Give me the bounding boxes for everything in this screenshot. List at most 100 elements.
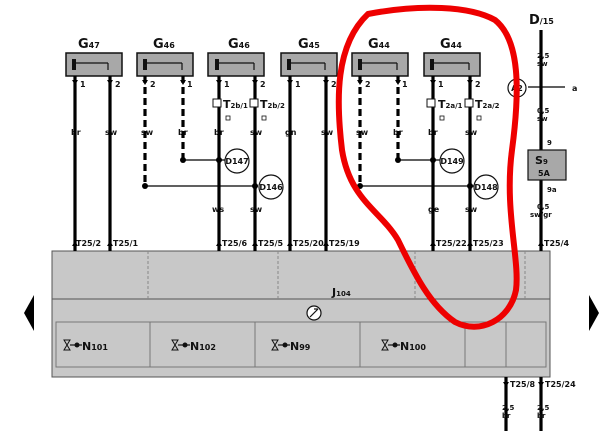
valve-icon (381, 339, 400, 351)
svg-text:2,5: 2,5 (502, 404, 515, 412)
svg-text:1: 1 (295, 80, 301, 89)
svg-text:D147: D147 (225, 157, 248, 166)
svg-text:N101: N101 (82, 340, 108, 353)
svg-text:T2a/2: T2a/2 (475, 98, 500, 111)
svg-text:sw: sw (141, 128, 154, 137)
svg-text:S9: S9 (535, 154, 548, 167)
svg-text:T25/2: T25/2 (76, 239, 101, 248)
svg-text:G44: G44 (368, 37, 390, 52)
sensor-box (136, 52, 194, 77)
svg-text:sw/gr: sw/gr (530, 211, 552, 219)
svg-text:0,5: 0,5 (537, 107, 550, 115)
svg-text:br: br (502, 412, 511, 420)
svg-text:T2a/1: T2a/1 (438, 98, 463, 111)
valve-n99: N99 (271, 339, 311, 353)
sensor-g47: G47 1 2 br sw T25/2 T25/1 (65, 37, 139, 248)
control-unit-label: J104 (331, 286, 351, 299)
splice-d146: D146 (258, 174, 284, 200)
connector-plug-icon (426, 98, 436, 108)
connector-plug-icon (464, 98, 474, 108)
svg-text:T2b/1: T2b/1 (223, 98, 248, 111)
bottom-output-t25-24: T25/24 2,5 br (537, 380, 576, 420)
svg-text:1: 1 (438, 80, 444, 89)
svg-text:sw: sw (537, 115, 548, 123)
sensor-box (207, 52, 265, 77)
svg-text:1: 1 (80, 80, 86, 89)
svg-text:2: 2 (475, 80, 481, 89)
svg-text:N102: N102 (190, 340, 216, 353)
previous-page-arrow-icon[interactable] (24, 295, 34, 331)
valve-n100: N100 (381, 339, 426, 353)
svg-text:2: 2 (365, 80, 371, 89)
sensor-box (351, 52, 409, 77)
sensor-box (65, 52, 123, 77)
svg-text:T25/22: T25/22 (436, 239, 467, 248)
control-unit-lower-band (51, 298, 551, 378)
next-page-arrow-icon[interactable] (589, 295, 599, 331)
svg-text:2: 2 (260, 80, 266, 89)
power-supply: D/15 2,5 sw A2 a 0,5 sw 9 S9 5A 9a 0,5 s… (507, 13, 577, 248)
connector-t2a1: T2a/1 (426, 98, 463, 121)
fuse-s9: S9 5A (527, 149, 567, 181)
connector-t2a2: T2a/2 (464, 98, 500, 121)
valve-n102: N102 (171, 339, 216, 353)
junction-dots (142, 157, 473, 189)
connector-t2b2: T2b/2 (249, 98, 285, 121)
svg-text:D149: D149 (440, 157, 464, 166)
svg-text:D/15: D/15 (529, 13, 554, 28)
svg-text:T25/19: T25/19 (329, 239, 360, 248)
connector-t2b1: T2b/1 (212, 98, 248, 121)
svg-text:br: br (537, 412, 546, 420)
svg-text:2,5: 2,5 (537, 404, 550, 412)
svg-text:5A: 5A (538, 169, 551, 178)
valve-icon (171, 339, 190, 351)
svg-text:N99: N99 (290, 340, 311, 353)
pin-arrows (72, 80, 473, 85)
valve-n101: N101 (63, 339, 108, 353)
connector-plug-icon (249, 98, 259, 108)
connector-plug-icon (212, 98, 222, 108)
splice-d148: D148 (473, 174, 499, 200)
svg-text:2: 2 (115, 80, 121, 89)
svg-text:T25/5: T25/5 (258, 239, 284, 248)
svg-text:sw: sw (356, 128, 369, 137)
svg-text:T25/24: T25/24 (545, 380, 576, 389)
svg-text:1: 1 (224, 80, 230, 89)
svg-text:2: 2 (150, 80, 156, 89)
control-unit-j104: J104 (51, 250, 551, 378)
svg-text:9: 9 (547, 139, 552, 147)
svg-text:1: 1 (402, 80, 408, 89)
svg-text:T25/6: T25/6 (222, 239, 248, 248)
svg-text:2,5: 2,5 (537, 52, 550, 60)
sensor-box (280, 52, 338, 77)
splice-d149: D149 (439, 148, 465, 174)
svg-text:2: 2 (331, 80, 337, 89)
splice-d147: D147 (224, 148, 250, 174)
sensor-box (423, 52, 481, 77)
sensor-g44-b: G44 1 2 br sw ge sw T25/22 T25/23 (423, 37, 504, 248)
svg-text:T2b/2: T2b/2 (260, 98, 285, 111)
svg-text:a: a (572, 84, 577, 93)
svg-text:0,5: 0,5 (537, 203, 550, 211)
svg-text:T25/23: T25/23 (473, 239, 504, 248)
control-unit-upper-band (51, 250, 551, 300)
sensor-g46-a: G46 2 1 sw br (136, 37, 194, 137)
connector-arrows (72, 241, 544, 246)
sensor-g45: G45 1 2 gn sw T25/20 T25/19 (280, 37, 360, 248)
svg-text:N100: N100 (400, 340, 426, 353)
valve-icon (271, 339, 290, 351)
svg-text:D146: D146 (259, 183, 283, 192)
valve-icon (63, 339, 82, 351)
svg-text:G46: G46 (153, 37, 175, 52)
svg-text:T25/1: T25/1 (113, 239, 139, 248)
svg-text:D148: D148 (474, 183, 498, 192)
svg-text:sw: sw (537, 60, 548, 68)
svg-text:9a: 9a (547, 186, 557, 194)
svg-text:G45: G45 (298, 37, 320, 52)
highlight-annotation (335, 4, 520, 330)
sensor-g44-a: G44 2 1 sw br (351, 37, 409, 137)
bottom-output-t25-8: T25/8 2,5 br (502, 380, 536, 420)
svg-text:T25/8: T25/8 (510, 380, 536, 389)
ground-symbol-icon (306, 305, 322, 321)
